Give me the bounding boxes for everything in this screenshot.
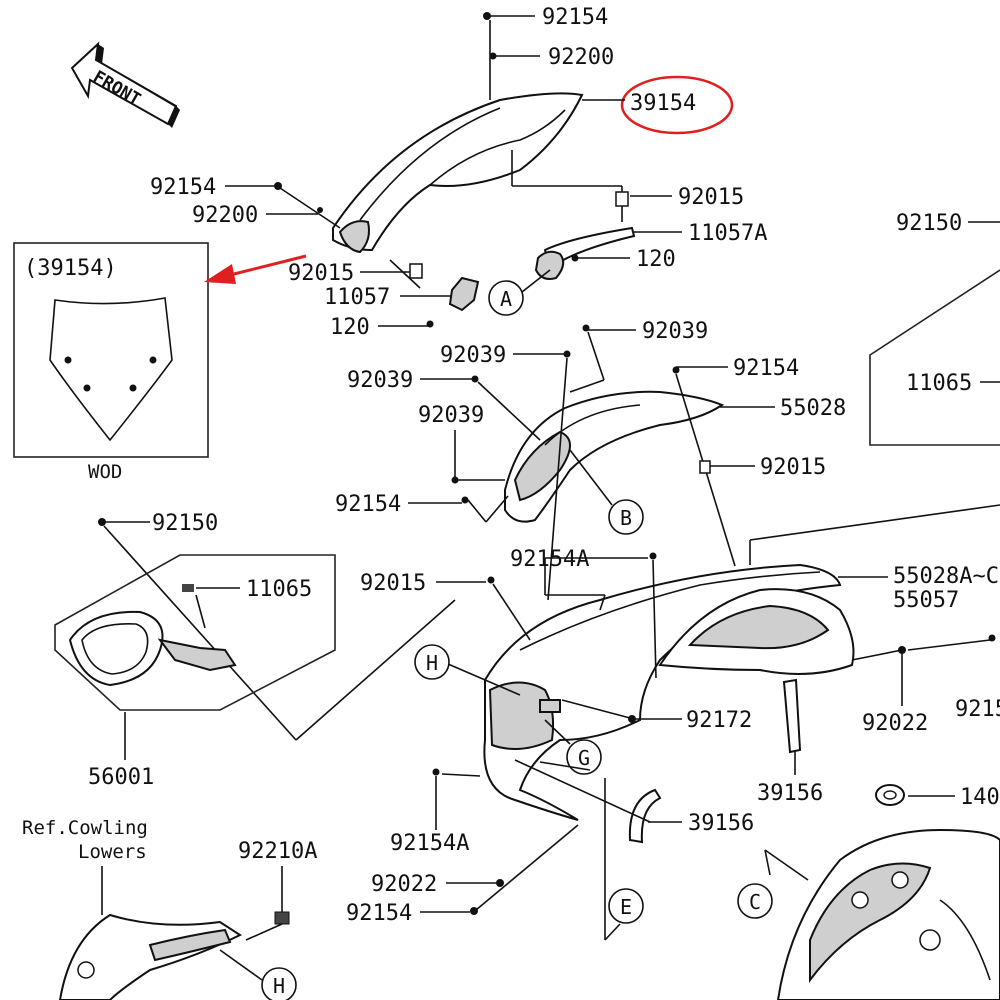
callout-92150-mirror: 92150	[152, 511, 218, 536]
callout-92039-a: 92039	[642, 319, 708, 344]
callout-92154-mid: 92154	[733, 356, 799, 381]
callout-55028A-c: 55028A~C	[893, 564, 999, 589]
callout-39156-right: 39156	[757, 781, 823, 806]
callout-92154-low: 92154	[346, 901, 412, 926]
front-arrow-icon: FRONT	[70, 41, 180, 128]
callout-92015-low: 92015	[360, 571, 426, 596]
inner-panel-part	[776, 828, 1000, 1000]
callout-92039-c: 92039	[347, 368, 413, 393]
callout-92015-left: 92015	[288, 261, 354, 286]
callout-92210A: 92210A	[238, 839, 317, 864]
callout-140-cut: 140	[960, 785, 1000, 810]
callout-56001: 56001	[88, 765, 154, 790]
ref-cowling-line2: Lowers	[78, 841, 147, 863]
ref-circle-b: B	[620, 506, 632, 530]
ref-circle-a: A	[500, 287, 512, 311]
callout-92172: 92172	[686, 708, 752, 733]
ref-circle-c: C	[749, 890, 761, 914]
lower-cowling-part	[58, 913, 243, 1000]
callout-120-right: 120	[636, 247, 676, 272]
callout-92200-left: 92200	[192, 203, 258, 228]
callout-92022-right: 92022	[862, 711, 928, 736]
windshield-shape-icon	[49, 297, 173, 442]
highlight-arrow-icon	[204, 254, 307, 284]
ref-circle-g: G	[578, 746, 590, 770]
highlight-ellipse	[620, 75, 734, 135]
callout-9215-cut: 9215	[955, 697, 1000, 722]
callout-92039-d: 92039	[418, 403, 484, 428]
callout-92015-mid: 92015	[760, 455, 826, 480]
callout-92154A-mid: 92154A	[510, 547, 589, 572]
mirror-part	[68, 584, 237, 687]
callout-55057: 55057	[893, 588, 959, 613]
callout-11065-mirror: 11065	[246, 577, 312, 602]
callout-92015-right: 92015	[678, 185, 744, 210]
callout-11057: 11057	[324, 285, 390, 310]
upper-cowling-part	[483, 563, 855, 821]
callout-92154-left2: 92154	[335, 492, 401, 517]
callout-11065-right: 11065	[906, 371, 972, 396]
callout-55028: 55028	[780, 396, 846, 421]
ref-cowling-line1: Ref.Cowling	[22, 817, 148, 839]
callout-92039-b: 92039	[440, 343, 506, 368]
ref-circle-h-lower: H	[273, 974, 285, 998]
callout-39156-low: 39156	[688, 811, 754, 836]
callout-39154: 39154	[630, 91, 696, 116]
windshield-part	[332, 92, 584, 254]
inset-part-ref: (39154)	[24, 256, 117, 281]
ref-circle-e: E	[620, 895, 632, 919]
callout-11057A: 11057A	[688, 221, 767, 246]
callout-92154A-low: 92154A	[390, 831, 469, 856]
callout-92154-left: 92154	[150, 175, 216, 200]
callout-92022-low: 92022	[371, 872, 437, 897]
ref-circle-h-upper: H	[426, 651, 438, 675]
windshield-inset: (39154) WOD	[13, 242, 209, 483]
callout-92200-top: 92200	[548, 45, 614, 70]
callout-92154-top: 92154	[542, 5, 608, 30]
meter-cover-part	[504, 390, 725, 523]
inset-model-label: WOD	[88, 461, 122, 483]
callout-92150-right: 92150	[896, 211, 962, 236]
callout-120-left: 120	[330, 315, 370, 340]
